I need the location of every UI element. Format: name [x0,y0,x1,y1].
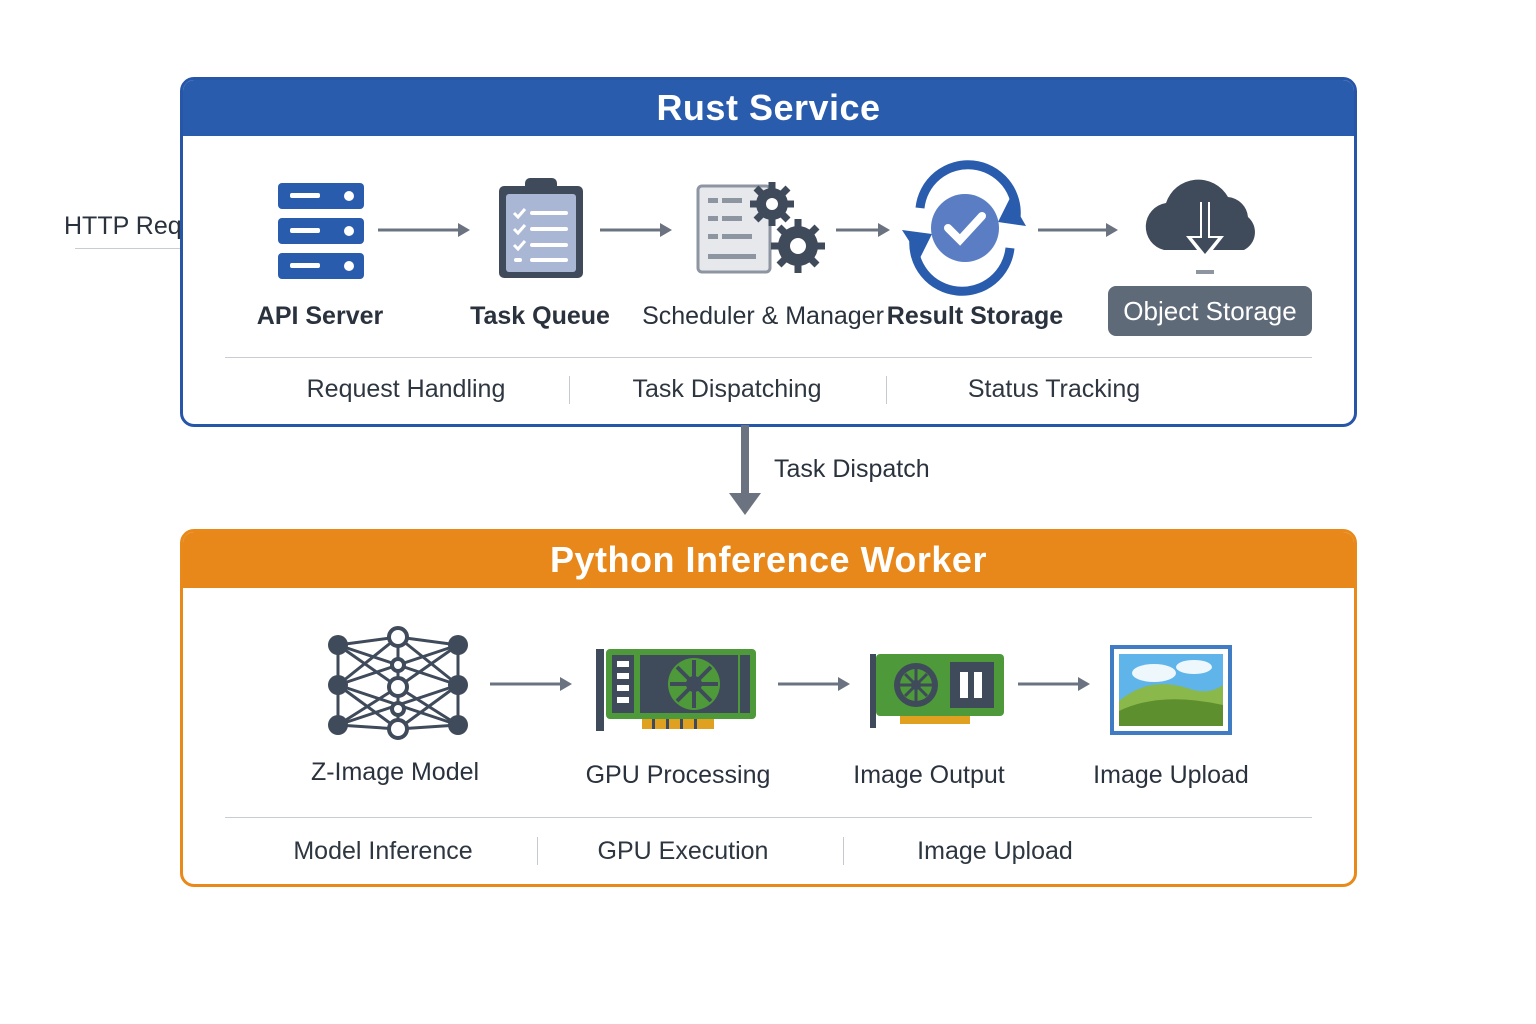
rust-footer-separator-1 [569,376,570,404]
task-queue-label: Task Queue [470,302,610,330]
rust-service-panel: Rust Service [180,77,1357,427]
z-image-model-label: Z-Image Model [310,758,480,786]
rust-footer-request-handling: Request Handling [306,375,506,403]
neural-network-icon [328,626,468,740]
http-requests-underline [75,248,225,249]
arrow-api-to-queue [378,223,470,237]
python-footer-gpu-execution: GPU Execution [597,837,769,865]
image-output-label: Image Output [853,761,1005,789]
python-footer-separator-2 [843,837,844,865]
arrow-output-to-upload [1018,677,1090,691]
rust-footer-task-dispatching: Task Dispatching [632,375,822,403]
rust-footer-status-tracking: Status Tracking [967,375,1141,403]
python-footer-model-inference: Model Inference [293,837,473,865]
scheduler-manager-label: Scheduler & Manager [642,302,884,330]
api-server-label: API Server [256,302,384,330]
rust-divider [225,357,1312,358]
object-storage-badge: Object Storage [1108,286,1312,336]
arrow-gpu-to-output [778,677,850,691]
image-upload-label: Image Upload [1093,761,1249,789]
gpu-card-icon [596,649,756,731]
python-divider [225,817,1312,818]
gears-icon [696,182,825,274]
task-dispatch-label: Task Dispatch [774,455,930,483]
rust-footer-separator-2 [886,376,887,404]
clipboard-icon [499,178,583,278]
landscape-image-icon [1110,645,1232,735]
python-footer-separator-1 [537,837,538,865]
arrow-model-to-gpu [490,677,572,691]
gpu-card-small-icon [870,654,1004,728]
task-dispatch-arrow [729,425,761,515]
arrow-result-to-object [1038,223,1118,237]
server-icon [278,183,364,279]
result-storage-label: Result Storage [886,302,1064,330]
gpu-processing-label: GPU Processing [585,761,771,789]
python-footer-image-upload: Image Upload [917,837,1073,865]
cloud-download-icon [1145,179,1255,274]
refresh-check-icon [902,160,1026,296]
arrow-queue-to-scheduler [600,223,672,237]
rust-service-title: Rust Service [183,80,1354,136]
arrow-scheduler-to-result [836,223,890,237]
python-worker-title: Python Inference Worker [183,532,1354,588]
